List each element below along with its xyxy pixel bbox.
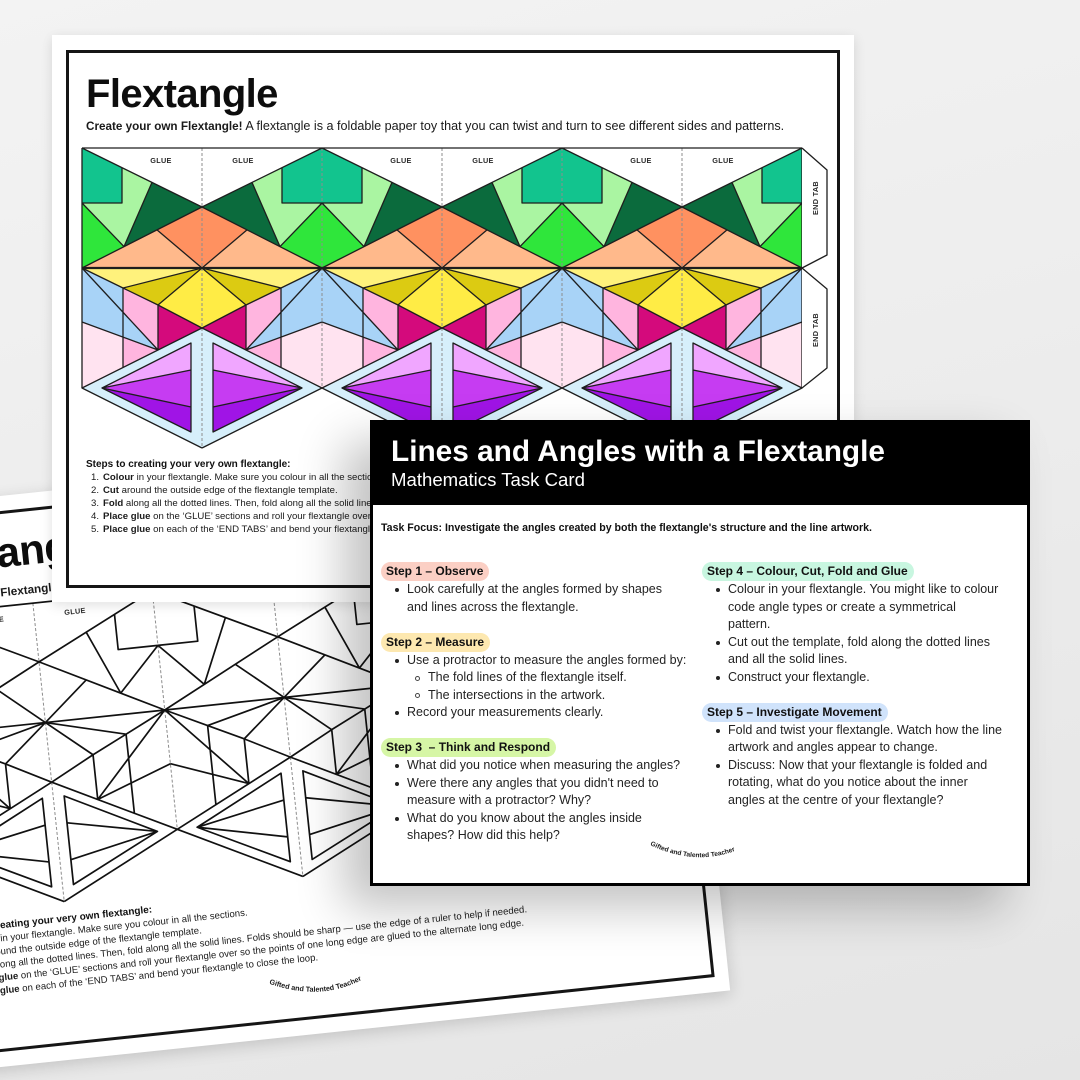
bullet-text: shapes? How did this help? xyxy=(407,828,560,842)
brand-logo: Gifted and Talented Teacher xyxy=(649,840,736,859)
instruction-step: 5.Place glue on each of the ‘END TABS’ a… xyxy=(91,524,451,535)
bullet-text: and lines across the flextangle. xyxy=(407,599,579,614)
bullet-item: Cut out the template, fold along the dot… xyxy=(702,634,1022,669)
bullet-icon xyxy=(716,728,720,733)
bullet-text: Colour in your flextangle. You might lik… xyxy=(728,582,999,596)
step-label: Step 4 – Colour, Cut, Fold and Glue xyxy=(702,562,914,581)
intro-bold: Create your own Flextangle! xyxy=(86,120,243,133)
intro-text: A flextangle is a foldable paper toy tha… xyxy=(242,119,785,133)
hollow-bullet-icon xyxy=(415,675,420,681)
bullet-text: Construct your flextangle. xyxy=(728,669,870,684)
bullet-text: measure with a protractor? Why? xyxy=(407,793,592,807)
bullet-item: Discuss: Now that your flextangle is fol… xyxy=(702,757,1022,810)
bullet-icon xyxy=(395,658,399,663)
instruction-step: 1.Colour in your flextangle. Make sure y… xyxy=(91,472,386,483)
glue-label: GLUE xyxy=(64,606,86,617)
end-tab xyxy=(801,147,828,389)
bullet-text: Record your measurements clearly. xyxy=(407,705,604,719)
bullet-icon xyxy=(395,781,399,786)
card-title: Lines and Angles with a Flextangle xyxy=(391,435,885,468)
bullet-item: Look carefully at the angles formed by s… xyxy=(381,581,691,616)
end-tab-label: END TAB xyxy=(811,313,820,347)
step-label: Step 3 – Think and Respond xyxy=(381,738,557,757)
bullet-text: and all the solid lines. xyxy=(728,652,848,666)
bullet-item: Record your measurements clearly. xyxy=(381,704,691,722)
step-label: Step 2 – Measure xyxy=(381,632,491,652)
sub-bullet-item: The fold lines of the flextangle itself. xyxy=(381,669,691,687)
bullet-text: What do you know about the angles inside xyxy=(407,810,642,825)
glue-label: GLUE xyxy=(232,156,253,165)
bullet-item: Were there any angles that you didn't ne… xyxy=(381,775,691,810)
card-header xyxy=(370,420,1030,505)
bullet-icon xyxy=(395,764,399,768)
bullet-item: Fold and twist your flextangle. Watch ho… xyxy=(702,722,1022,757)
bullet-text: The intersections in the artwork. xyxy=(428,687,606,702)
glue-label: GLUE xyxy=(630,156,651,165)
step-5: Step 5 – Investigate Movement Fold and t… xyxy=(702,702,1022,810)
card-border xyxy=(370,420,1030,886)
glue-label: GLUE xyxy=(712,156,733,165)
sheet-title: Flextangle xyxy=(86,72,278,116)
bullet-text: Use a protractor to measure the angles f… xyxy=(407,652,687,667)
svg-text:Gifted and Talented Teacher: Gifted and Talented Teacher xyxy=(649,840,736,859)
steps-heading: Steps to creating your very own flextang… xyxy=(86,459,291,470)
glue-label: GLUE xyxy=(390,156,411,165)
bullet-text: rotating, what do you notice about the i… xyxy=(728,775,968,789)
bullet-item: Construct your flextangle. xyxy=(702,669,1022,687)
task-focus: Task Focus: Investigate the angles creat… xyxy=(381,522,872,534)
bullet-text: code angle types or create a symmetrical xyxy=(728,599,956,614)
bullet-text: The fold lines of the flextangle itself. xyxy=(428,670,627,684)
column-right: Step 4 – Colour, Cut, Fold and Glue Colo… xyxy=(702,562,1022,826)
glue-label: GLUE xyxy=(472,156,493,165)
bullet-item: Colour in your flextangle. You might lik… xyxy=(702,581,1022,634)
bullet-text: pattern. xyxy=(728,617,771,631)
step-4: Step 4 – Colour, Cut, Fold and Glue Colo… xyxy=(702,562,1022,686)
bullet-icon xyxy=(716,640,720,645)
sub-bullet-item: The intersections in the artwork. xyxy=(381,687,691,705)
bullet-text: Cut out the template, fold along the dot… xyxy=(728,634,990,649)
flextangle-template-coloured: GLUE GLUE GLUE GLUE GLUE GLUE END TAB EN… xyxy=(81,147,828,449)
bullet-icon xyxy=(716,675,720,680)
step-3: Step 3 – Think and Respond What did you … xyxy=(381,738,691,845)
bullet-item: What do you know about the angles inside… xyxy=(381,810,691,845)
hollow-bullet-icon xyxy=(415,693,420,698)
bullet-text: angles at the centre of your flextangle? xyxy=(728,792,944,807)
bullet-text: Fold and twist your flextangle. Watch ho… xyxy=(728,722,1002,737)
step-2: Step 2 – Measure Use a protractor to mea… xyxy=(381,632,691,722)
bullet-icon xyxy=(395,588,399,592)
card-subtitle: Mathematics Task Card xyxy=(391,469,585,490)
bullet-text: What did you notice when measuring the a… xyxy=(407,758,681,772)
bullet-text: Were there any angles that you didn't ne… xyxy=(407,775,659,790)
bullet-text: artwork and angles appear to change. xyxy=(728,740,938,754)
bullet-icon xyxy=(395,711,399,715)
step-label: Step 1 – Observe xyxy=(381,562,490,581)
glue-label: GLUE xyxy=(150,156,171,165)
bullet-icon xyxy=(716,763,720,768)
bullet-icon xyxy=(395,816,399,821)
bullet-text: Look carefully at the angles formed by s… xyxy=(407,582,663,596)
bullet-icon xyxy=(716,588,720,592)
step-label: Step 5 – Investigate Movement xyxy=(702,702,888,722)
glue-label: GLUE xyxy=(0,614,5,625)
end-tab-label: END TAB xyxy=(811,181,820,215)
bullet-item: What did you notice when measuring the a… xyxy=(381,757,691,775)
bullet-item: Use a protractor to measure the angles f… xyxy=(381,652,691,670)
column-left: Step 1 – Observe Look carefully at the a… xyxy=(381,562,691,861)
instruction-step: 2.Cut around the outside edge of the fle… xyxy=(91,485,338,496)
sheet-intro: Create your own Flextangle! A flextangle… xyxy=(86,119,784,134)
task-card: Lines and Angles with a Flextangle Mathe… xyxy=(370,420,1030,886)
step-1: Step 1 – Observe Look carefully at the a… xyxy=(381,562,691,616)
bullet-text: Discuss: Now that your flextangle is fol… xyxy=(728,757,988,772)
